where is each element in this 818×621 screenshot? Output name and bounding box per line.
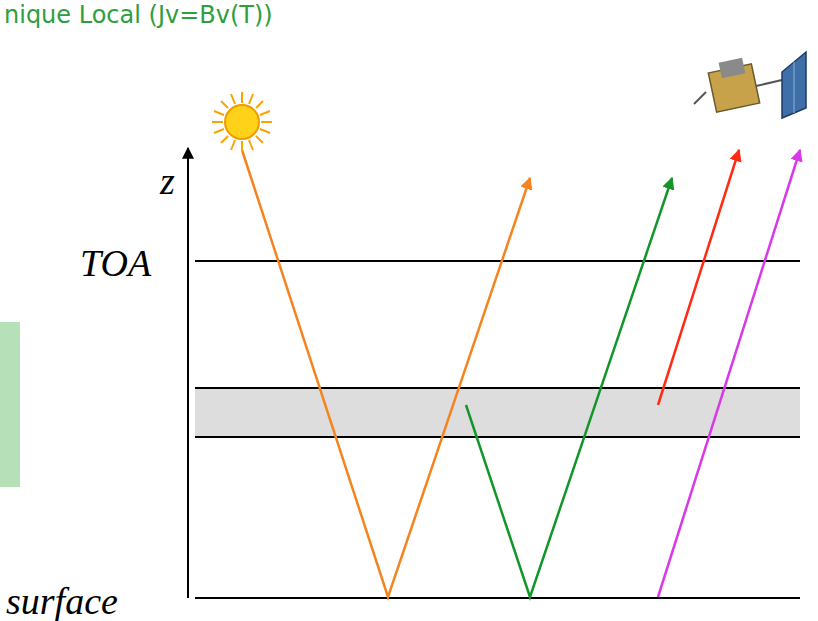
side-panel — [0, 322, 20, 487]
axis-label: z — [160, 162, 175, 200]
slide-title: nique Local (Jv=Bv(T)) — [4, 3, 273, 27]
satellite-icon — [694, 52, 806, 118]
sun-icon — [212, 92, 272, 152]
altitude-axis — [187, 148, 189, 598]
level-label: surface — [6, 582, 118, 620]
atmosphere-layer — [195, 388, 800, 437]
level-label: TOA — [80, 244, 151, 282]
level-lines — [195, 261, 800, 598]
radiation-rays — [242, 150, 800, 597]
